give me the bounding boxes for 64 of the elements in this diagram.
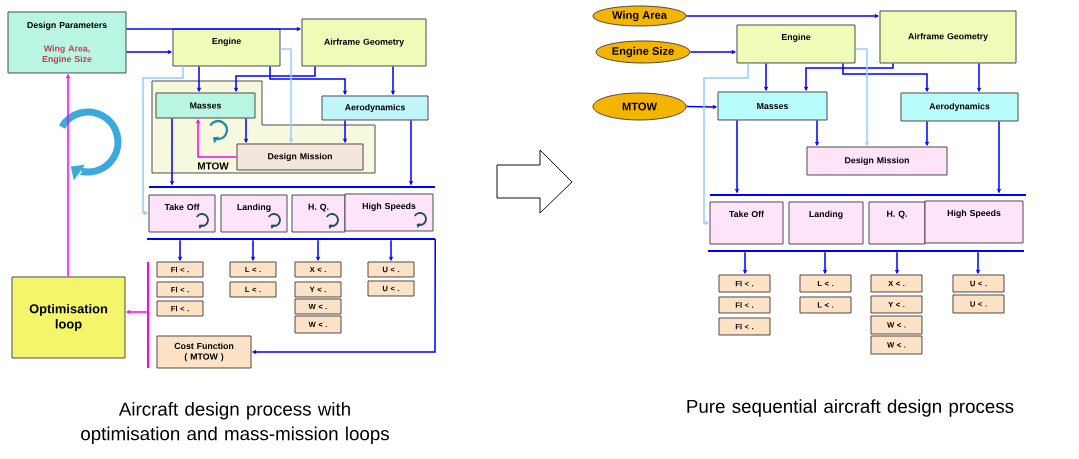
arrow [804,62,894,91]
process-box: Aerodynamics [321,95,429,121]
optimisation-box: Optimisation loop [11,276,126,359]
arrow [689,50,736,54]
mission-box: High Speeds [344,193,434,232]
arrow [815,119,819,146]
process-box: Airframe Geometry [879,10,1017,64]
process-box: Aerodynamics [900,92,1019,122]
process-box: Masses [155,92,256,119]
mission-box: High Speeds [924,200,1024,244]
arrow [823,251,827,274]
arrow [685,14,879,18]
arrow [925,120,929,146]
arrow [251,239,255,261]
edge-label: MTOW [196,161,230,171]
mission-box: Take Off [148,194,216,233]
arrow [252,238,436,354]
bus-line [147,238,435,240]
mission-box: Take Off [709,201,784,245]
process-box: Engine [736,24,856,64]
arrow [976,251,980,274]
arrow [703,62,749,225]
arrow [735,119,739,194]
arrow [842,62,929,92]
arrow [196,119,238,158]
arrow [269,65,347,95]
arrow [170,117,174,186]
arrow [66,74,70,278]
process-box: Design Mission [806,146,948,176]
parameter-box: Design Parameters Wing Area, Engine Size [7,11,127,74]
cost-function-box: Cost Function ( MTOW ) [156,335,252,369]
caption-text: Aircraft design process with optimisation and mass-mission loops [81,401,389,445]
process-box: Airframe Geometry [301,18,427,67]
arrow [125,27,301,31]
arrow [197,65,201,92]
arrow [178,239,182,261]
arrow [685,104,717,109]
arrow [391,65,395,95]
arrow [389,239,393,261]
caption-text: Pure sequential aircraft design process [687,399,1014,417]
mission-box: H. Q. [291,194,346,233]
arrow [343,119,347,143]
mission-box: Landing [788,201,864,245]
arrow [764,62,768,91]
arrow [279,48,293,143]
mission-box: Landing [220,194,288,233]
bus-line [147,262,149,368]
arrow [126,310,148,314]
arrow [997,120,1001,194]
arrow [244,117,248,143]
process-box: Masses [717,91,828,121]
arrow [977,62,981,92]
arrow [854,48,869,146]
arrow [125,50,172,54]
arrow [142,65,184,215]
bus-line [708,250,1024,252]
mission-box: H. Q. [868,201,926,245]
arrow [234,65,316,92]
process-box: Design Mission [236,143,364,171]
arrow [743,251,747,274]
process-box: Engine [172,28,281,67]
arrow [895,251,899,274]
arrow [409,119,413,186]
arrow [316,239,320,261]
